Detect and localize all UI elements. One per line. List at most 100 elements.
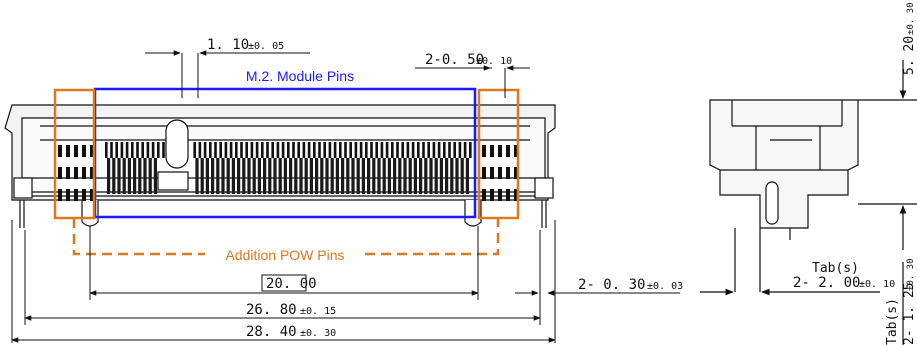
pin <box>131 142 134 158</box>
pin <box>434 158 438 194</box>
pin <box>359 142 363 158</box>
pin <box>211 158 215 194</box>
side-tab2-label-group: Tab(s) <box>885 298 900 345</box>
pin <box>261 142 264 158</box>
pin <box>74 167 78 179</box>
pin <box>105 142 108 158</box>
pin <box>292 142 295 158</box>
pin <box>112 158 116 194</box>
pin <box>82 145 86 157</box>
pin <box>74 145 78 157</box>
pin <box>133 158 137 194</box>
side-tab2-tolerance: ±0. 30 <box>906 258 916 291</box>
pin <box>263 158 267 194</box>
pin <box>325 158 329 194</box>
inner-length-tolerance: ±0. 15 <box>300 306 336 317</box>
side-tab2-label: Tab(s) <box>885 298 900 345</box>
pin <box>266 142 269 158</box>
pin <box>148 158 152 194</box>
pin <box>372 158 376 194</box>
pin <box>439 158 443 194</box>
pin <box>445 158 449 194</box>
pin <box>247 158 251 194</box>
tab-width-dimension: 2-0. 50 <box>425 52 484 68</box>
pin <box>82 167 86 179</box>
pin <box>514 167 518 179</box>
pin <box>370 142 373 158</box>
pin <box>141 142 144 158</box>
pin <box>450 158 454 194</box>
pin <box>506 189 510 201</box>
pin <box>58 189 62 201</box>
pin <box>380 142 384 158</box>
pin <box>318 142 321 158</box>
side-tab-tolerance: ±0. 10 <box>859 279 895 290</box>
pin <box>458 142 462 158</box>
pin <box>224 142 228 158</box>
pin <box>313 142 316 158</box>
pin <box>146 142 150 158</box>
pin <box>403 158 407 194</box>
pin <box>315 158 319 194</box>
pin <box>448 142 451 158</box>
side-height-tolerance: ±0. 30 <box>906 2 916 35</box>
tab-width-tolerance: ±0. 10 <box>476 56 512 67</box>
overall-length-dimension: 28. 40 <box>246 324 297 340</box>
lead-dimension: 2- 0. 30 <box>578 277 645 293</box>
pin <box>328 142 332 158</box>
pin <box>375 142 378 158</box>
side-tab2-group: 2- 1. 25 ±0. 30 <box>902 258 917 345</box>
pow-pins-box <box>53 88 520 256</box>
module-pins-label: M.2. Module Pins <box>246 68 354 84</box>
pin <box>250 142 254 158</box>
pin <box>229 142 233 158</box>
pin <box>482 145 486 157</box>
pin <box>463 142 467 158</box>
pin <box>398 158 402 194</box>
pin <box>195 158 199 194</box>
pin <box>58 145 62 157</box>
pin <box>237 158 241 194</box>
pin <box>193 142 196 158</box>
pin <box>287 142 290 158</box>
pin <box>465 158 469 194</box>
pin <box>205 158 209 194</box>
pin <box>382 158 386 194</box>
pitch-tolerance: ±0. 05 <box>248 41 284 52</box>
pin <box>276 142 280 158</box>
pin <box>281 142 285 158</box>
pin <box>419 158 423 194</box>
pin <box>127 158 131 194</box>
pin <box>240 142 243 158</box>
side-tab2-dimension: 2- 1. 25 <box>902 282 917 345</box>
side-height-dimension: 5. 20 <box>902 36 917 75</box>
pin <box>115 142 118 158</box>
pin <box>427 142 430 158</box>
pin <box>302 142 306 158</box>
pin <box>143 158 147 194</box>
pin <box>424 158 428 194</box>
pin <box>157 142 160 158</box>
pin <box>417 142 420 158</box>
pin <box>387 158 391 194</box>
pin <box>498 167 502 179</box>
pin <box>349 142 352 158</box>
pin <box>411 142 415 158</box>
pin <box>401 142 404 158</box>
pin <box>429 158 433 194</box>
pin <box>514 189 518 201</box>
pin <box>151 142 155 158</box>
pin <box>330 158 334 194</box>
pin <box>66 167 70 179</box>
pin <box>514 145 518 157</box>
pin <box>365 142 368 158</box>
pin <box>74 189 78 201</box>
pin <box>490 167 494 179</box>
lead-tolerance: ±0. 03 <box>647 281 683 292</box>
pin <box>203 142 207 158</box>
pin <box>107 158 111 194</box>
pin <box>498 189 502 201</box>
pin <box>346 158 350 194</box>
pin <box>339 142 342 158</box>
